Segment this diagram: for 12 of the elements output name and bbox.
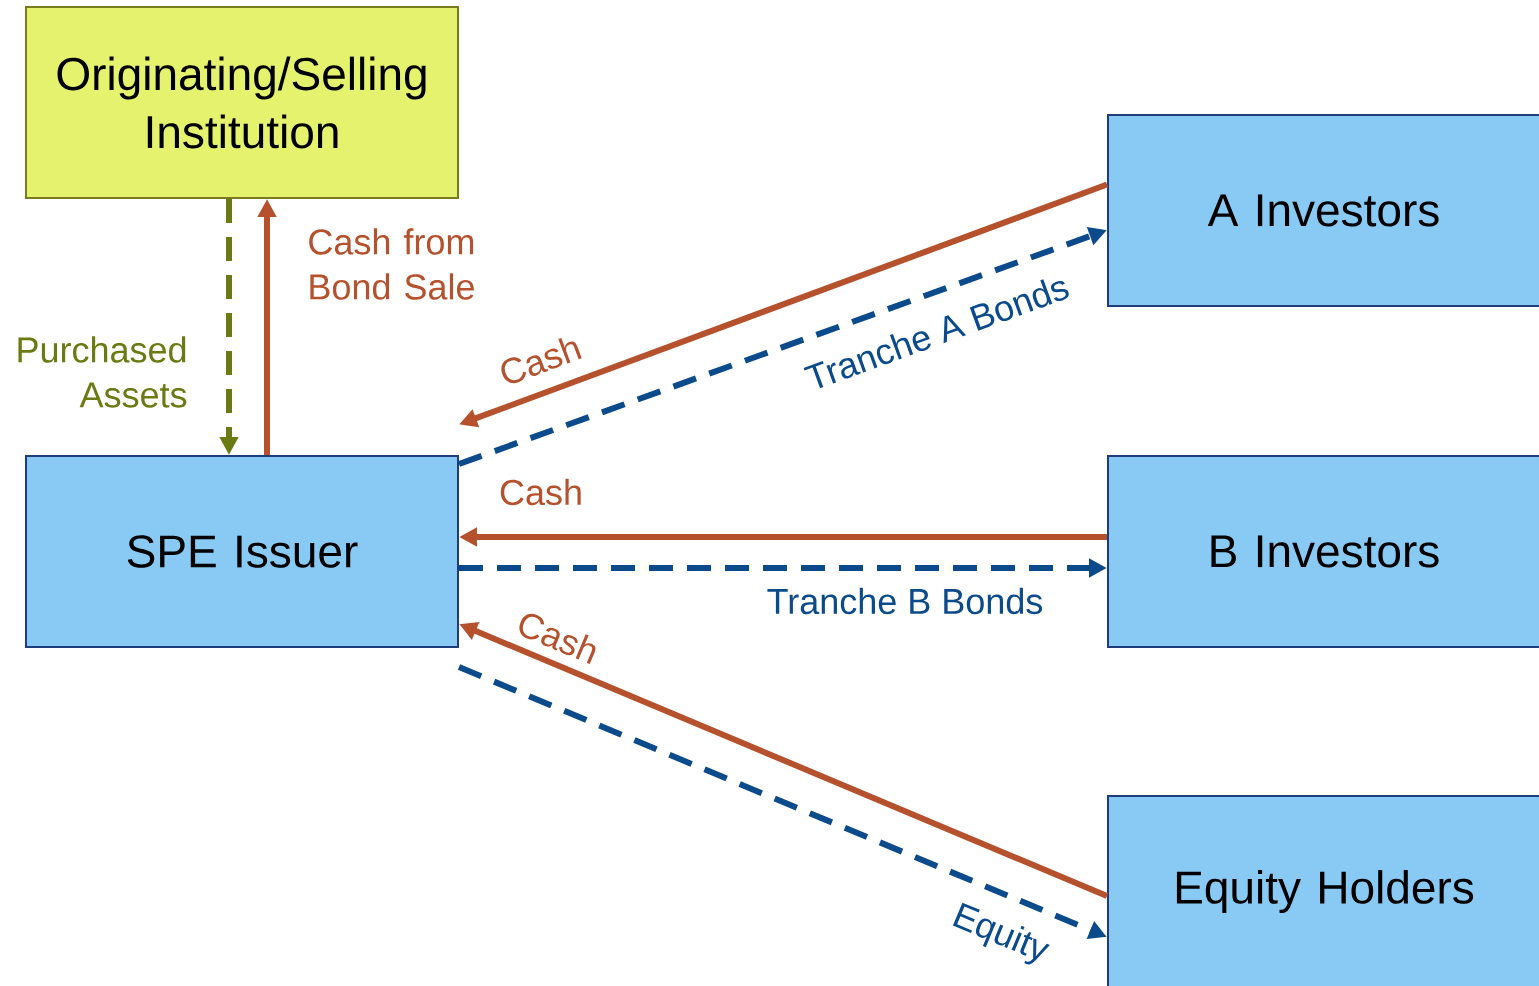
box: SPE Issuer <box>25 455 459 648</box>
edge-label: Cash <box>511 606 605 668</box>
edge-label: Tranche A Bonds <box>799 269 1075 395</box>
box: Equity Holders <box>1107 795 1539 986</box>
edge-label: Purchased Assets <box>0 334 190 410</box>
box: B Investors <box>1107 455 1539 648</box>
edge-label: Cash <box>497 476 586 508</box>
box: A Investors <box>1107 114 1539 307</box>
edge-label: Cash from Bond Sale <box>305 226 490 302</box>
edge-label: Tranche B Bonds <box>764 585 1046 617</box>
edge-label: Cash <box>493 330 587 390</box>
box: Originating/Selling Institution <box>25 6 459 199</box>
